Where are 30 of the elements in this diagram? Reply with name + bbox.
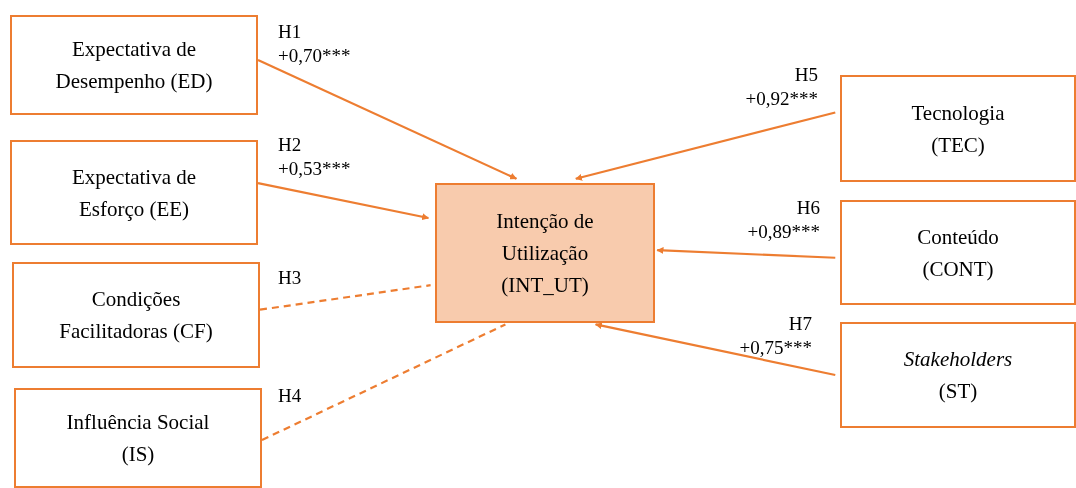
edge-label: H5 +0,92*** <box>744 63 818 111</box>
edge-label: H1 +0,70*** <box>278 20 352 68</box>
edge-label: H6 +0,89*** <box>746 196 820 244</box>
arrow <box>656 246 836 259</box>
construct-label: Intenção de Utilização (INT_UT) <box>495 208 595 299</box>
central-construct-box <box>435 183 655 323</box>
edge-label: H4 <box>278 384 303 408</box>
edge-label: H2 +0,53*** <box>278 133 352 181</box>
construct-label: Expectativa de Desempenho (ED) <box>54 36 214 95</box>
construct-label: Expectativa de Esforço (EE) <box>70 163 198 223</box>
construct-box <box>840 322 1076 428</box>
arrow <box>594 322 836 377</box>
construct-box <box>12 262 260 368</box>
construct-box <box>10 15 258 115</box>
construct-label: Stakeholders (ST) <box>902 346 1014 405</box>
edge-label: H7 +0,75*** <box>738 312 812 360</box>
arrow <box>257 59 518 180</box>
connector-line <box>259 284 431 311</box>
construct-box <box>14 388 262 488</box>
construct-box <box>10 140 258 245</box>
construct-label: Influência Social (IS) <box>65 409 211 468</box>
construct-label: Tecnologia (TEC) <box>910 99 1006 159</box>
construct-box <box>840 200 1076 305</box>
arrow <box>257 181 430 221</box>
construct-label: Conteúdo (CONT) <box>916 223 1000 283</box>
arrow <box>575 111 836 181</box>
construct-box <box>840 75 1076 182</box>
construct-label: Condições Facilitadoras (CF) <box>58 286 214 345</box>
edge-label: H3 <box>278 266 303 290</box>
connector-line <box>261 323 506 441</box>
